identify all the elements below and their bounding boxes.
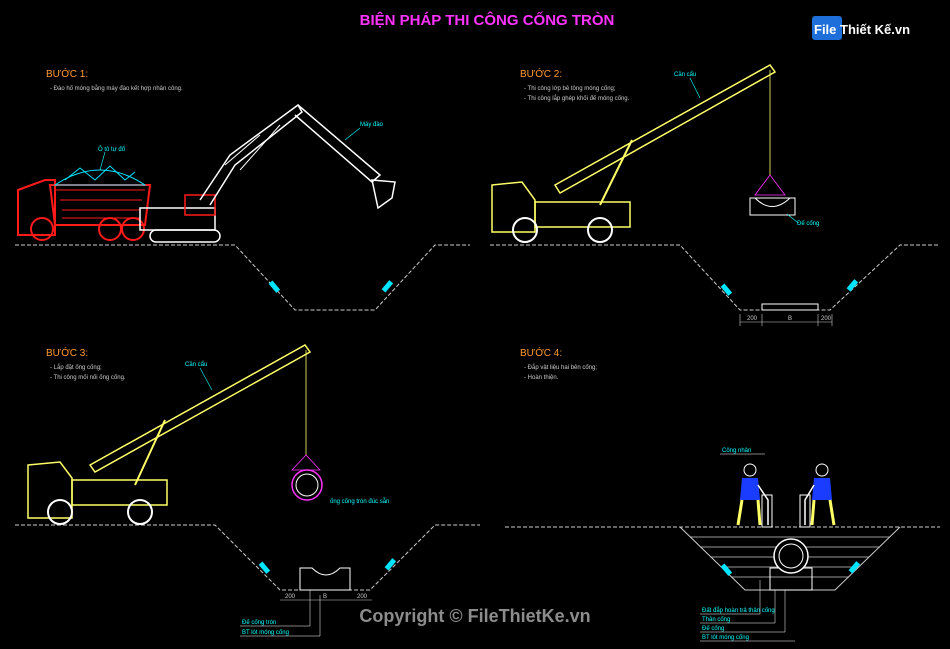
step-4-leaders: [700, 580, 795, 642]
step-4-base-block: [769, 567, 813, 591]
step-3-pipe-inner: [295, 473, 319, 497]
step-1-label-excavator: Máy đào: [360, 122, 384, 128]
step-1-trench: [15, 244, 470, 311]
step-4-label-backfill: Đất đắp hoàn trả thân cống: [702, 607, 775, 614]
step-4-heading: BƯỚC 4:: [520, 346, 562, 359]
step-2-note-2: - Thi công lắp ghép khối đế móng cống.: [524, 95, 630, 102]
step-3-heading: BƯỚC 3:: [46, 346, 88, 359]
step-2-trench: [490, 244, 940, 311]
step-2-hatch-right: [846, 279, 859, 292]
step-1-label-soil: Ô tô tự đổ: [98, 146, 126, 153]
step-2-hatch-left: [720, 283, 733, 296]
logo: File Thiết Kế.vn: [812, 16, 910, 40]
step-3-hatch-left: [258, 561, 271, 574]
step-2-crane-truck: [491, 64, 796, 243]
worker-left: [736, 463, 773, 528]
step-3-note-2: - Thi công mối nối ống cống.: [50, 375, 126, 381]
step-3-label-pipe: ống cống tròn đúc sẵn: [330, 498, 389, 505]
step-3-label-base: Đế cống tròn: [242, 620, 276, 626]
step-1-panel: BƯỚC 1: - Đào hố móng bằng máy đào kết h…: [15, 67, 470, 311]
step-4-panel: BƯỚC 4: - Đắp vật liệu hai bên cống; - H…: [505, 346, 940, 642]
step-2-label-crane: Cần cẩu: [674, 71, 696, 78]
copyright-watermark: Copyright © FileThietKe.vn: [359, 606, 590, 626]
step-3-dim-mid: B: [323, 594, 327, 600]
logo-text: File Thiết Kế.vn: [814, 22, 910, 37]
step-1-heading: BƯỚC 1:: [46, 67, 88, 80]
step-3-pipe-outer: [291, 469, 323, 501]
step-4-note-1: - Đắp vật liệu hai bên cống;: [524, 364, 597, 371]
step-3-dim-right: 200: [357, 594, 368, 600]
step-2-base-block: [761, 303, 819, 311]
step-3-label-concrete: BT lót móng cống: [242, 630, 289, 636]
step-4-note-2: - Hoàn thiện.: [524, 375, 559, 381]
step-3-base-block: [299, 567, 351, 591]
excavator: [139, 103, 396, 243]
step-1-hatch-right: [381, 280, 394, 293]
step-2-dim-right: 200: [821, 316, 832, 322]
step-4-hatch-left: [720, 563, 733, 576]
step-4-label-base: Đế cống: [702, 626, 724, 632]
step-1-note-1: - Đào hố móng bằng máy đào kết hợp nhân …: [50, 85, 183, 92]
step-3-dim-left: 200: [285, 594, 296, 600]
dump-truck: [17, 165, 152, 241]
step-4-hatch-right: [848, 561, 861, 574]
step-4-pipe-inner: [778, 543, 804, 569]
step-2-label-base: Đế cống: [797, 221, 819, 227]
drawing-title: BIỆN PHÁP THI CÔNG CỐNG TRÒN: [360, 11, 615, 29]
step-3-crane-truck: [27, 344, 321, 525]
step-2-heading: BƯỚC 2:: [520, 67, 562, 80]
step-2-note-1: - Thi công lớp bê tông móng cống;: [524, 86, 616, 92]
step-2-dim-left: 200: [747, 316, 758, 322]
step-3-trench: [15, 524, 480, 591]
step-2-dim-mid: B: [788, 316, 792, 322]
step-2-panel: BƯỚC 2: - Thi công lớp bê tông móng cống…: [490, 64, 940, 326]
step-4-label-body: Thân cống: [702, 617, 730, 623]
step-3-label-crane: Cần cẩu: [185, 361, 207, 368]
step-3-panel: BƯỚC 3: - Lắp đặt ống cống; - Thi công m…: [15, 344, 480, 637]
step-3-hatch-right: [384, 558, 397, 571]
worker-right: [799, 463, 836, 528]
step-4-label-worker: Công nhân: [722, 448, 751, 454]
step-3-note-1: - Lắp đặt ống cống;: [50, 364, 102, 371]
step-1-hatch-left: [268, 280, 281, 293]
step-4-label-concrete: BT lót móng cống: [702, 635, 749, 641]
